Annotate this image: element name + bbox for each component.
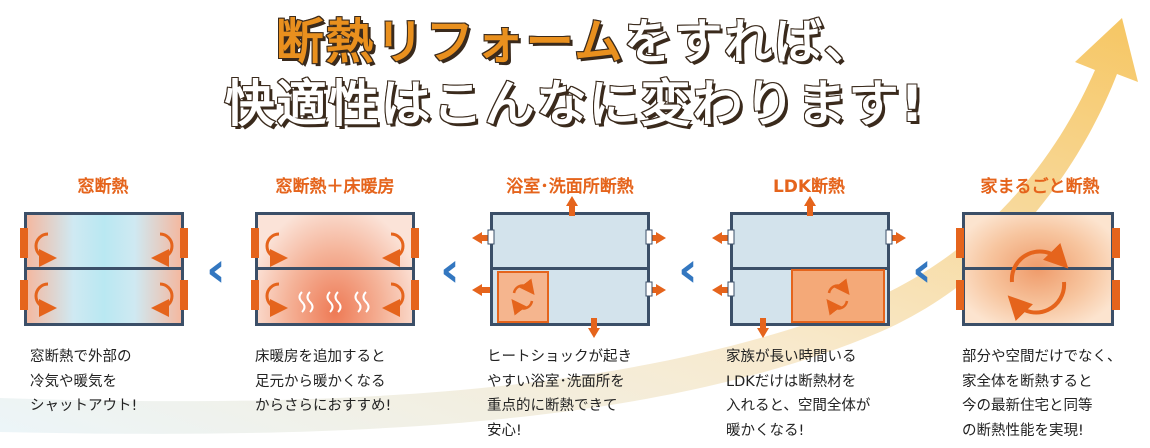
circulation-icon — [511, 278, 535, 316]
headline-line-1-rest: をすれば、 — [623, 13, 875, 71]
circulation-icon-ldk — [826, 278, 850, 316]
bathroom-highlight — [497, 271, 549, 323]
window-heat-block-icons — [20, 228, 419, 310]
big-circulation-icon — [1007, 243, 1069, 321]
ldk-highlight — [791, 269, 885, 323]
chevron-left-icon-3: ‹ — [678, 242, 698, 298]
floor-heat-wave-icons — [298, 291, 370, 313]
headline-line-2: 快適性はこんなに変わります! — [0, 64, 1150, 136]
chevron-left-icon-2: ‹ — [440, 242, 460, 298]
panel-description-ldk: 家族が長い時間いる LDKだけは断熱材を 入れると、空間全体が 暖かくなる! — [726, 349, 871, 439]
headline-accent: 断熱リフォーム — [275, 13, 625, 71]
panel-description-window-floor: 床暖房を追加すると 足元から暖かくなる からさらにおすすめ! — [255, 349, 392, 414]
heat-escape-arrow-icons — [472, 196, 906, 338]
panel-description-bath: ヒートショックが起き やすい浴室･洗面所を 重点的に断熱できて 安心! — [487, 349, 632, 439]
chevron-left-icon-4: ‹ — [912, 242, 932, 298]
whole-house-pads — [956, 228, 1120, 310]
headline-line-1: 断熱リフォームをすれば、 — [0, 2, 1150, 72]
window-frame-icons — [487, 229, 893, 297]
panel-title-ldk: LDK断熱 — [772, 177, 846, 197]
panel-description-window: 窓断熱で外部の 冷気や暖気を シャットアウト! — [30, 349, 138, 414]
panel-title-whole-house: 家まるごと断熱 — [980, 177, 1100, 197]
panel-title-window: 窓断熱 — [77, 177, 129, 197]
headline-line-2-text: 快適性はこんなに変わります! — [224, 74, 926, 134]
room-whole-house — [962, 212, 1114, 326]
panel-description-whole-house: 部分や空間だけでなく、 家全体を断熱すると 今の最新住宅と同等 の断熱性能を実現… — [962, 349, 1122, 439]
chevron-left-icon-1: ‹ — [206, 242, 226, 298]
curved-arrow-icons — [34, 232, 405, 317]
panel-title-window-floor: 窓断熱＋床暖房 — [275, 177, 395, 197]
panel-title-bath: 浴室･洗面所断熱 — [506, 177, 634, 197]
